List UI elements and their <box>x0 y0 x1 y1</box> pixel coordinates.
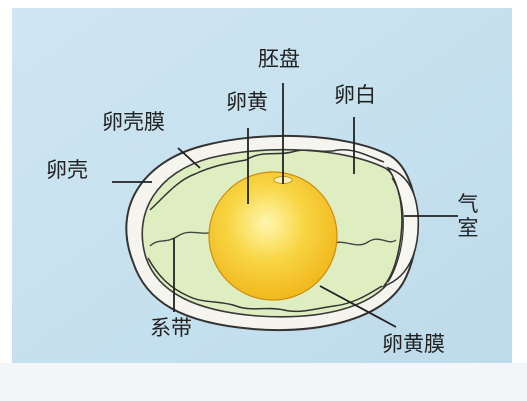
label-albumen: 卵白 <box>334 83 376 107</box>
egg-yolk <box>208 171 338 301</box>
label-shell: 卵壳 <box>46 158 88 182</box>
label-air-cell: 气室 <box>457 192 479 241</box>
label-shell-membrane: 卵壳膜 <box>102 110 165 134</box>
label-yolk: 卵黄 <box>226 90 268 114</box>
chalaza-left <box>149 231 215 247</box>
bottom-strip <box>0 363 527 401</box>
label-vitelline-membrane: 卵黄膜 <box>382 332 445 356</box>
chalaza-right <box>329 238 397 246</box>
shell-membrane-line-top <box>149 148 385 211</box>
leader-lines <box>112 83 458 328</box>
air-cell-outline <box>381 166 420 288</box>
air-cell-inner <box>387 177 404 283</box>
label-chalaza: 系带 <box>150 316 192 340</box>
leader-shell-membrane <box>177 147 201 169</box>
shell-membrane-line-bottom <box>147 257 383 313</box>
label-germinal-disc: 胚盘 <box>258 47 300 71</box>
leader-vitelline-membrane <box>319 285 397 328</box>
